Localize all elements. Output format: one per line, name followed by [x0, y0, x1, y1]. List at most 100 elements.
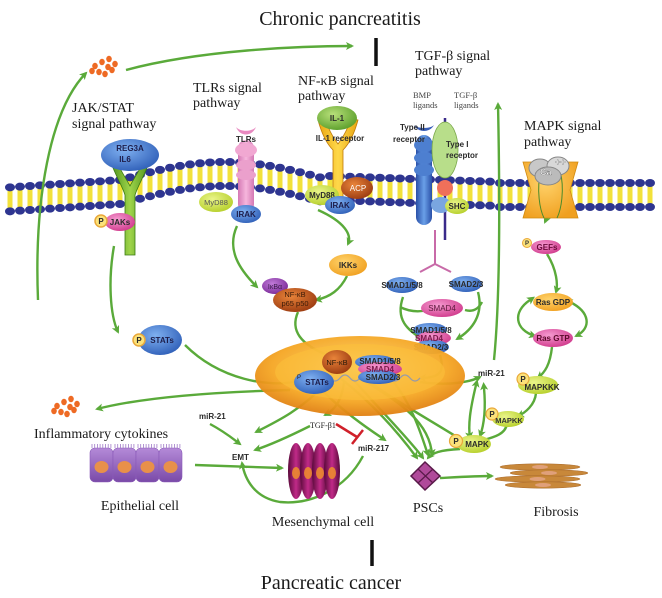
mesenchymal-cells [288, 443, 340, 499]
smad4-label: SMAD4 [428, 304, 456, 313]
type1-line2: receptor [446, 151, 478, 160]
arrow-mir21-mapk-b [478, 382, 489, 438]
title-pancreatic-cancer: Pancreatic cancer [261, 572, 402, 594]
cytokine-dot [96, 68, 102, 76]
arrow-irak-ikks [317, 208, 355, 246]
arrow-rasgtp-mapkkk [536, 346, 554, 380]
lipid-head [585, 203, 595, 211]
mir21-left-label: miR-21 [199, 412, 226, 421]
cytokine-dot [89, 67, 95, 75]
lipid-head [605, 179, 615, 187]
acp-label: ACP [350, 184, 366, 193]
p-label-stats: P [136, 336, 142, 345]
inhibition-tgfb1-mir217 [335, 422, 364, 445]
inflammatory-label: Inflammatory cytokines [34, 427, 168, 442]
stats-nuclear-label: STATs [305, 378, 329, 387]
arrow-loop-up [36, 71, 88, 301]
ras-gdp-label: Ras GDP [536, 298, 571, 307]
mapkkk-node: P MAPKKK [516, 372, 560, 394]
smad-complex-4: SMAD4 [415, 334, 444, 343]
smad-group: SMAD1/5/8 SMAD2/3 SMAD4 SMAD1/5/8 SMAD4 … [381, 276, 484, 354]
fibrosis-label: Fibrosis [533, 505, 578, 520]
lipid-head [155, 189, 165, 198]
phospho-stats [132, 333, 146, 347]
reg3a-label: REG3A [116, 144, 144, 153]
lipid-head [385, 174, 395, 183]
lipid-head [285, 189, 295, 198]
p-label-jak: P [98, 217, 104, 226]
mapk-line2: pathway [524, 135, 571, 150]
lipid-head [295, 192, 305, 201]
lipid-head [645, 203, 655, 211]
smad23-nuclear: SMAD2/3 [366, 373, 401, 382]
il6-label: IL6 [119, 155, 131, 164]
arrow-gefs-rasgdp [545, 253, 562, 294]
lipid-head [615, 203, 625, 211]
lipid-head [505, 179, 515, 187]
arrow-tgfb1-emt [253, 424, 311, 452]
mesenchymal-label: Mesenchymal cell [272, 515, 374, 530]
lipid-head [125, 173, 135, 182]
lipid-head [15, 206, 25, 215]
cytokine-dot [99, 58, 105, 66]
mapkk-label: MAPKK [495, 416, 523, 425]
smad23-node [450, 276, 482, 292]
lipid-head [75, 202, 85, 211]
lipid-head [65, 203, 75, 212]
lipid-head [65, 179, 75, 188]
p-label-stats-nuclear: P [297, 375, 301, 381]
arrow-mir217-emt [239, 455, 365, 504]
fibrosis-nucleus [541, 471, 557, 475]
ikks-node: IKKs [329, 254, 367, 276]
lipid-head [515, 203, 525, 211]
lipid-head [255, 160, 265, 169]
epithelial-nucleus [94, 461, 109, 473]
ikks-label: IKKs [339, 261, 358, 270]
arrow-mir21-mapk-a [465, 379, 480, 440]
ikba-node [262, 278, 288, 294]
pscs-label: PSCs [413, 501, 443, 516]
cytokine-dot [92, 62, 98, 70]
arrow-nucleus-cytokines [95, 388, 291, 412]
tlrs-line1: TLRs signal [193, 81, 262, 96]
smad158-nuclear: SMAD1/5/8 [359, 357, 401, 366]
lipid-head [395, 174, 405, 183]
lipid-head [315, 173, 325, 182]
cytokine-dot [109, 66, 115, 74]
arrow-pscs-fibrosis [439, 472, 494, 481]
jakstat-line2: signal pathway [72, 117, 156, 132]
lipid-head [455, 176, 465, 185]
jak-receptor: REG3A IL6 JAKs P [94, 139, 159, 256]
lipid-head [105, 200, 115, 209]
lipid-head [285, 165, 295, 174]
il1-label: IL-1 [330, 114, 345, 123]
smad-complex-158: SMAD1/5/8 [410, 326, 452, 335]
bmp-line1: BMP [413, 90, 431, 100]
lipid-head [185, 184, 195, 193]
lipid-head [275, 187, 285, 196]
ras-gdp-node: Ras GDP [533, 293, 573, 311]
jaks-node [105, 213, 135, 231]
cytokine-dot [74, 400, 80, 408]
mir21-right-label: miR-21 [478, 369, 505, 378]
smad158-label: SMAD1/5/8 [381, 281, 423, 290]
type1-line1: Type I [446, 140, 469, 149]
bmp-line2: ligands [413, 100, 438, 110]
cytokine-dot [105, 63, 111, 71]
mir217-label: miR-217 [358, 444, 390, 453]
lipid-head [15, 182, 25, 191]
acp-node [341, 177, 373, 199]
irak-il1-label: IRAK [330, 201, 350, 210]
stats-label: STATs [150, 336, 174, 345]
label-ligands: BMP ligands TGF-β ligands [413, 90, 479, 110]
lipid-head [115, 200, 125, 208]
epithelial-nucleus [140, 461, 155, 473]
cytokine-dot [61, 398, 67, 406]
lipid-head [375, 197, 385, 206]
jakstat-line1: JAK/STAT [72, 101, 134, 116]
nfkb-line2: pathway [298, 89, 345, 104]
cytokine-dot [106, 55, 112, 63]
mesenchymal-nucleus [292, 467, 300, 479]
il1-ligand [317, 106, 357, 130]
lipid-head [175, 161, 185, 170]
